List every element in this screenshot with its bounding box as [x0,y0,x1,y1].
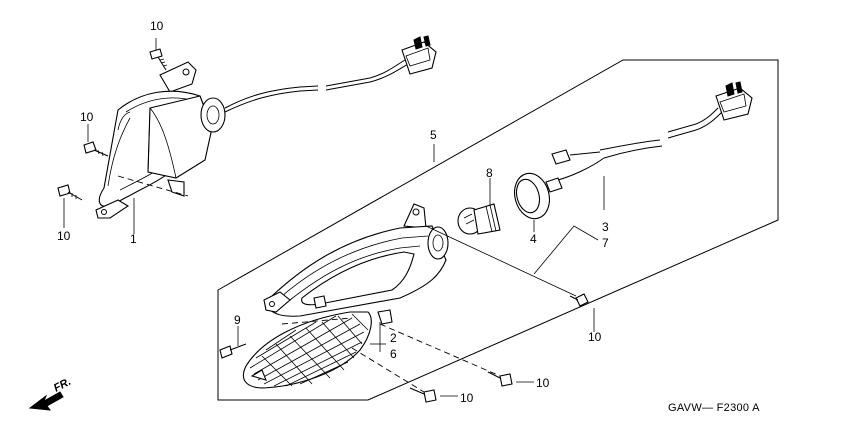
label-7: 7 [602,236,609,250]
front-turn-signal-housing-left [263,203,449,325]
leaders-upper [63,38,189,234]
label-6: 6 [390,347,397,361]
label-10-left: 10 [57,229,71,243]
label-10-mid: 10 [80,110,94,124]
drawing-code: GAVW— F2300 A [668,402,760,414]
leaders-lower [237,144,605,397]
socket-wire [545,81,753,193]
screw-bottom [409,387,437,403]
label-3: 3 [602,220,609,234]
screw-lower-left [57,184,83,201]
label-10-bottom-right: 10 [536,376,550,390]
bulb [457,203,501,235]
label-4: 4 [530,232,537,246]
label-5: 5 [430,128,437,142]
assembly-box [217,59,779,401]
front-label: FR. [52,376,73,395]
front-direction-arrow: FR. [28,376,73,411]
label-10-top: 10 [150,19,164,33]
label-8: 8 [486,166,493,180]
socket-gasket [513,172,551,220]
label-9: 9 [234,313,241,327]
screw-top [149,48,168,71]
label-10-bottom: 10 [460,391,474,405]
screw-lens-left [219,343,247,359]
callout-labels: 10 10 10 1 5 8 4 3 7 10 9 2 6 10 10 [57,19,609,405]
front-turn-signal-unit-right [95,35,437,219]
turn-signal-lens [242,311,372,389]
label-10-right: 10 [588,330,602,344]
label-1: 1 [130,232,137,246]
screw-bottom-right [487,371,513,387]
label-2: 2 [390,331,397,345]
screw-right [569,293,589,307]
screw-mid-left [83,141,109,157]
